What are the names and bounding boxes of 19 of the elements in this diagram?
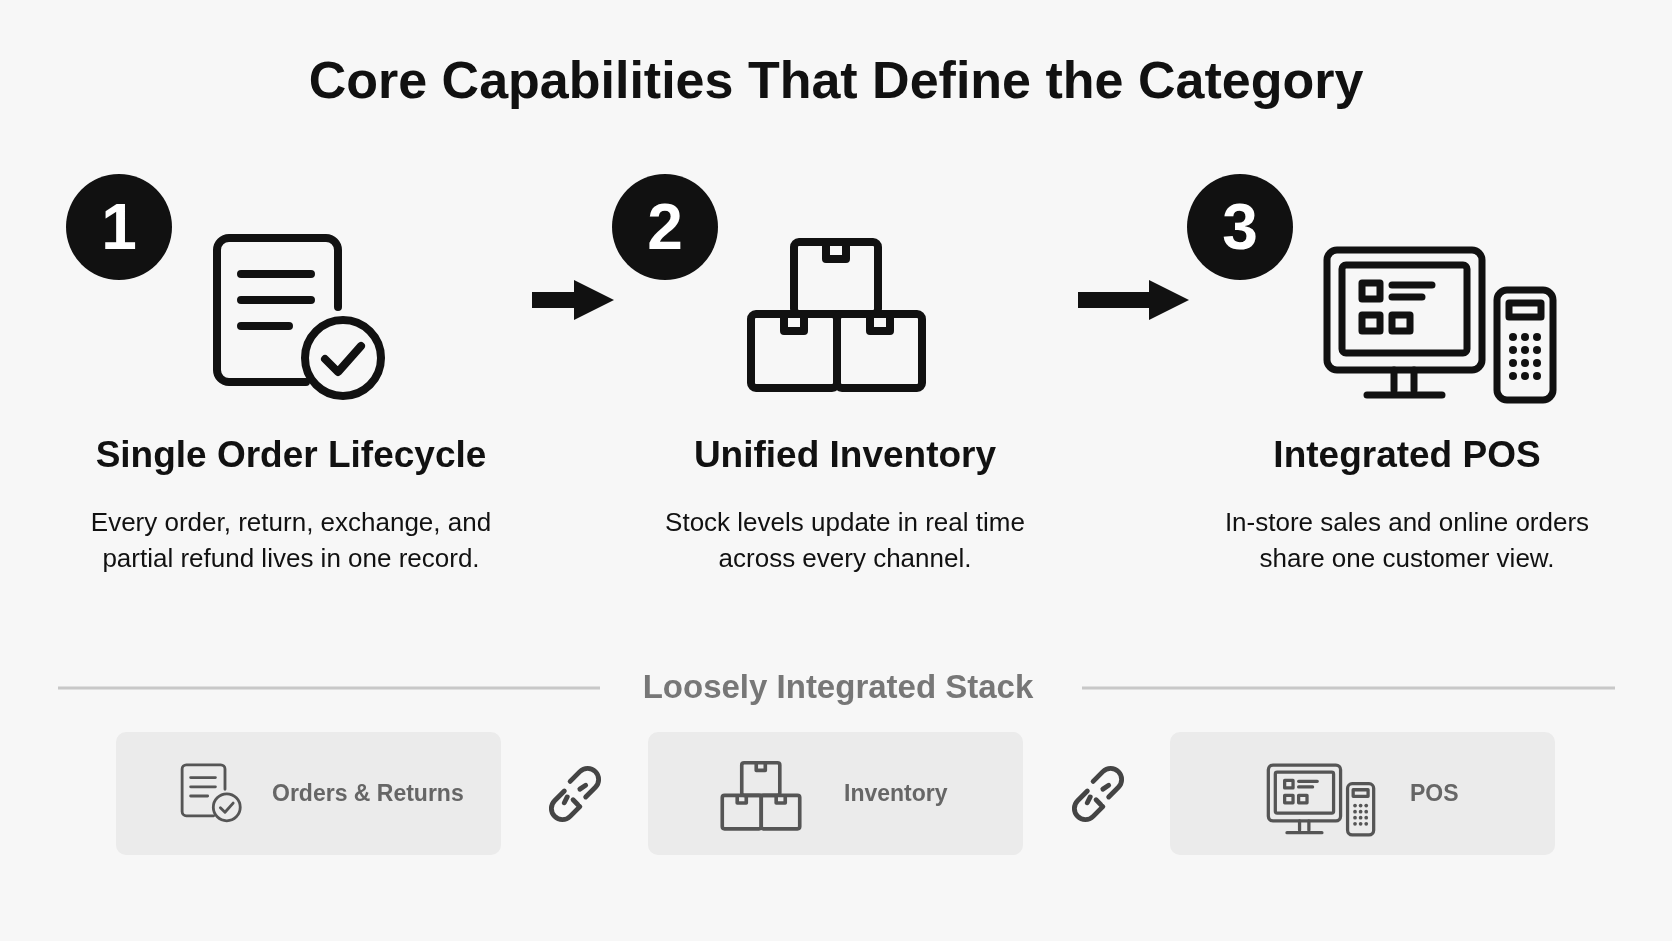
step-description: Every order, return, exchange, and partial refund lives in one record. [89,506,493,575]
step-number-badge: 3 [1187,174,1293,280]
step-description: Stock levels update in real time across every channel. [664,506,1026,575]
section-heading: Loosely Integrated Stack [642,668,1034,706]
arrow [532,280,614,320]
component-label: Orders & Returns [272,780,464,807]
step-number-badge: 1 [66,174,172,280]
step-title: Unified Inventory [692,434,998,476]
component-label: POS [1410,780,1459,807]
component-card [116,732,501,855]
component-label: Inventory [844,780,948,807]
component-card [1170,732,1555,855]
step-title: Integrated POS [1272,434,1542,476]
component-card [648,732,1023,855]
step-description: In-store sales and online orders share one customer view. [1223,506,1591,575]
arrow [1078,280,1189,320]
page-title: Core Capabilities That Define the Category [307,50,1365,110]
step-title: Single Order Lifecycle [94,434,488,476]
step-number-badge: 2 [612,174,718,280]
